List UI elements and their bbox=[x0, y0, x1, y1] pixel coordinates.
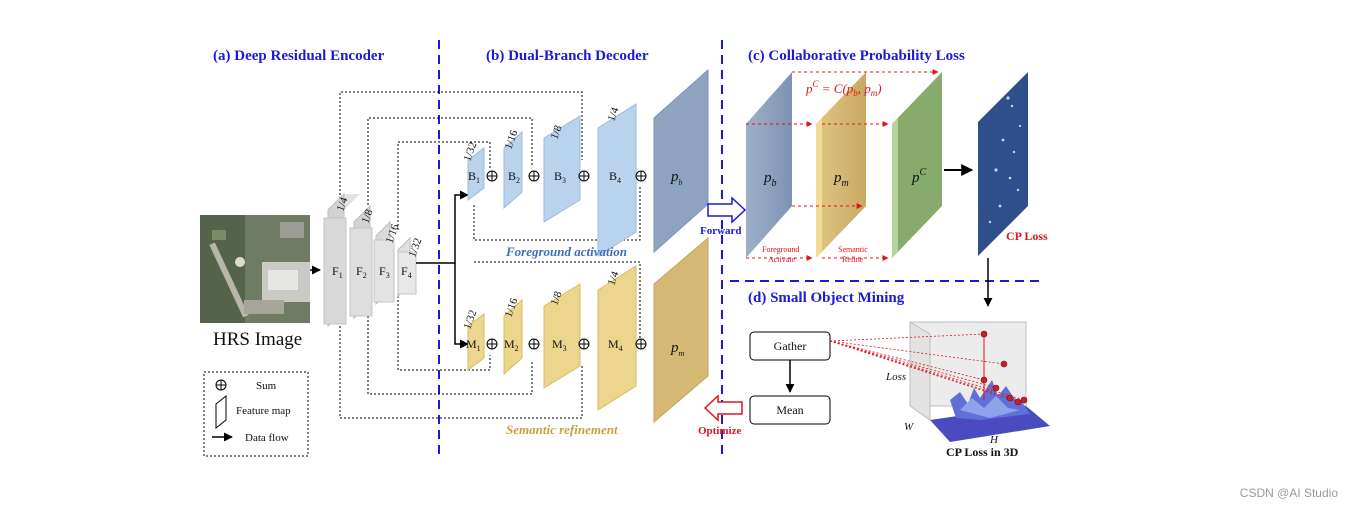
b4-scale: 1/4 bbox=[606, 105, 622, 123]
semantic-refine-2: Refine bbox=[842, 255, 864, 264]
loss-axis-label: Loss bbox=[885, 371, 906, 383]
w-axis-label: W bbox=[904, 421, 914, 433]
foreground-activate-2: Activate bbox=[768, 255, 796, 264]
m4-label: M4 bbox=[608, 337, 623, 353]
cp-loss-label: CP Loss bbox=[1006, 229, 1048, 243]
b-branch bbox=[467, 68, 709, 257]
hrs-image bbox=[200, 215, 310, 323]
flow-encoder-to-m-branch bbox=[454, 263, 469, 349]
b-sum-nodes bbox=[486, 170, 647, 182]
hrs-image-label: HRS Image bbox=[213, 329, 302, 350]
mean-box bbox=[749, 395, 831, 425]
foreground-activation-label: Foreground activation bbox=[505, 244, 627, 259]
cp-formula: pC = C(pb, pm) bbox=[805, 79, 882, 98]
title-encoder: (a) Deep Residual Encoder bbox=[213, 48, 385, 64]
encoder-f2-face bbox=[349, 227, 373, 317]
b3-scale: 1/8 bbox=[549, 123, 565, 141]
cp-loss-map bbox=[978, 72, 1028, 256]
mean-label: Mean bbox=[776, 403, 803, 417]
encoder-f4-face bbox=[397, 251, 417, 295]
forward-label: Forward bbox=[700, 225, 742, 237]
forward-arrow bbox=[707, 196, 747, 224]
b2-label: B2 bbox=[508, 169, 520, 185]
pb-label: pb bbox=[670, 169, 683, 187]
legend-sum-label: Sum bbox=[256, 380, 277, 392]
m3-label: M3 bbox=[552, 337, 567, 353]
m-sum-nodes bbox=[486, 338, 647, 350]
legend-data-flow-label: Data flow bbox=[245, 432, 289, 444]
m3-scale: 1/8 bbox=[549, 289, 565, 307]
cp-pb-label: pb bbox=[763, 170, 777, 189]
encoder-f3-label: F3 bbox=[379, 264, 390, 280]
legend-sum-icon bbox=[215, 379, 227, 391]
cp-plates bbox=[746, 72, 942, 258]
cp-pm-label: pm bbox=[833, 170, 849, 189]
title-small-object: (d) Small Object Mining bbox=[748, 290, 905, 306]
m1-label: M1 bbox=[466, 337, 481, 353]
b4-label: B4 bbox=[609, 169, 621, 185]
m4-scale: 1/4 bbox=[606, 269, 622, 287]
cp-pc-label: pC bbox=[911, 167, 927, 186]
m2-label: M2 bbox=[504, 337, 519, 353]
title-cp-loss: (c) Collaborative Probability Loss bbox=[748, 48, 965, 64]
title-decoder: (b) Dual-Branch Decoder bbox=[486, 48, 649, 64]
optimize-arrow bbox=[703, 394, 743, 422]
foreground-activate-1: Foreground bbox=[762, 245, 799, 254]
pm-label: pm bbox=[670, 340, 685, 358]
encoder-skip-lines bbox=[339, 91, 641, 419]
loss-3d-plot bbox=[829, 321, 1050, 442]
encoder-f2-scale: 1/8 bbox=[360, 207, 376, 225]
encoder-f1-label: F1 bbox=[332, 264, 343, 280]
flow-encoder-to-b-branch bbox=[416, 190, 469, 264]
m-branch bbox=[467, 236, 709, 424]
encoder-f3-face bbox=[373, 239, 395, 303]
legend-feature-map-icon bbox=[215, 394, 227, 430]
b1-label: B1 bbox=[468, 169, 480, 185]
h-axis-label: H bbox=[989, 434, 999, 446]
cp-red-flows bbox=[746, 69, 939, 261]
semantic-refinement-label: Semantic refinement bbox=[506, 422, 618, 437]
legend-feature-map-label: Feature map bbox=[236, 405, 291, 417]
encoder-f1-scale: 1/4 bbox=[335, 195, 351, 213]
optimize-label: Optimize bbox=[698, 425, 741, 437]
b3-label: B3 bbox=[554, 169, 566, 185]
semantic-refine-1: Semantic bbox=[838, 245, 868, 254]
encoder-f2-label: F2 bbox=[356, 264, 367, 280]
encoder-f4-label: F4 bbox=[401, 264, 412, 280]
gather-label: Gather bbox=[774, 339, 807, 353]
watermark: CSDN @AI Studio bbox=[1240, 486, 1339, 500]
cp-loss-3d-caption: CP Loss in 3D bbox=[946, 445, 1019, 459]
encoder-f1-face bbox=[323, 217, 347, 325]
